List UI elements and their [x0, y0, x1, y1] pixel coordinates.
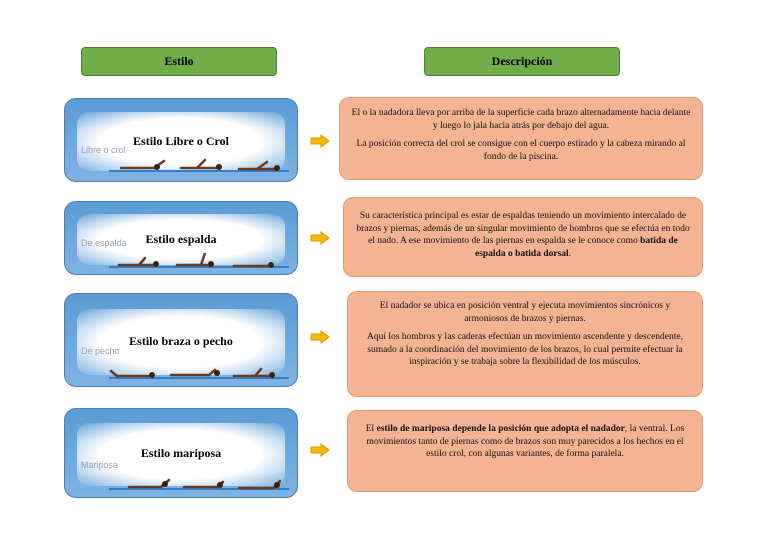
- description-paragraph: El estilo de mariposa depende la posició…: [358, 423, 692, 461]
- description-text: Su característica principal es estar de …: [356, 211, 690, 247]
- arrow-right-icon: [310, 443, 330, 457]
- style-image-crol: [77, 112, 285, 172]
- description-text: , la ventral. Los movimientos tanto de p…: [366, 424, 685, 460]
- description-crol: El o la nadadora lleva por arriba de la …: [339, 97, 703, 180]
- arrow-right-icon: [310, 134, 330, 148]
- swimmers-illustration: [109, 158, 289, 172]
- style-title: Estilo braza o pecho: [129, 334, 233, 348]
- style-label: Mariposa: [81, 460, 119, 470]
- swimmers-illustration: [109, 367, 289, 379]
- description-braza: El nadador se ubica en posición ventral …: [347, 291, 703, 397]
- header-descripcion: Descripción: [424, 47, 620, 76]
- style-label: De espalda: [81, 238, 127, 248]
- description-paragraph: La posición correcta del crol se consigu…: [356, 139, 686, 162]
- description-text: .: [568, 248, 572, 259]
- description-mariposa: El estilo de mariposa depende la posició…: [347, 410, 703, 492]
- description-paragraph: El nadador se ubica en posición ventral …: [379, 301, 671, 324]
- style-image-espalda: [77, 213, 285, 266]
- description-bold-text: estilo de mariposa depende la posición q…: [376, 424, 625, 434]
- description-paragraph: El o la nadadora lleva por arriba de la …: [351, 108, 691, 131]
- description-bold-text: batida de espalda o batida dorsal: [474, 236, 678, 259]
- style-label: De pecho: [81, 346, 120, 356]
- style-title: Estilo mariposa: [140, 446, 222, 460]
- style-box-espalda: Estilo espalda De espalda: [64, 201, 298, 275]
- description-paragraph: Su característica principal es estar de …: [354, 210, 692, 260]
- style-image-braza: [77, 308, 285, 375]
- style-title: Estilo espalda: [145, 232, 217, 246]
- arrow-right-icon: [310, 231, 330, 245]
- arrow-right-icon: [310, 330, 330, 344]
- swimmers-illustration: [109, 478, 289, 490]
- style-box-crol: Estilo Libre o Crol Libre o crol: [64, 98, 298, 182]
- description-espalda: Su característica principal es estar de …: [343, 197, 703, 277]
- description-text: El: [365, 424, 377, 434]
- header-estilo: Estilo: [81, 47, 277, 76]
- style-box-mariposa: Estilo mariposa Mariposa: [64, 408, 298, 498]
- swimmers-illustration: [109, 253, 289, 268]
- style-image-mariposa: [77, 423, 285, 487]
- style-title: Estilo Libre o Crol: [133, 134, 229, 148]
- description-paragraph: Aquí los hombros y las caderas efectúan …: [366, 332, 684, 368]
- style-box-braza: Estilo braza o pecho De pecho: [64, 293, 298, 387]
- style-label: Libre o crol: [81, 145, 126, 155]
